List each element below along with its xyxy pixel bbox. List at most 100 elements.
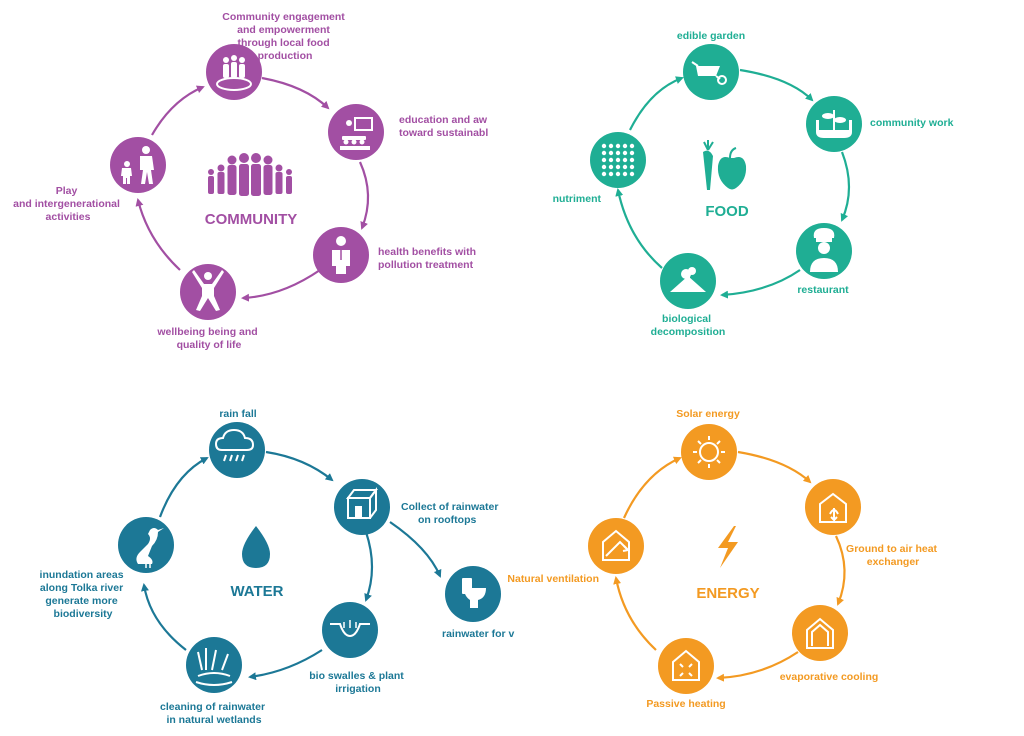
- energy-label-3-line-1: evaporative cooling: [780, 671, 879, 683]
- house-box-icon: [346, 487, 378, 519]
- community-label-5-line-2: and intergenerational: [13, 198, 120, 210]
- house-ventilation-icon: [602, 529, 631, 561]
- community-center-icon: [208, 153, 292, 196]
- energy-arrow-1: [737, 450, 812, 484]
- food-title: FOOD: [705, 203, 748, 220]
- water-label-3-line-1: rainwater for v: [442, 628, 515, 640]
- energy-label-2-line-1: Ground to air heat: [846, 543, 938, 555]
- community-arrow-4: [135, 198, 181, 271]
- svg-text:cleaning of rainwater in n: cleaning of rainwater in natural wetland…: [160, 701, 268, 726]
- water-cycle: [141, 450, 442, 681]
- svg-text:health benefits with pollu: health benefits with pollution treatment: [378, 246, 479, 271]
- svg-text:Collect of rainwater on ro: Collect of rainwater on rooftops: [401, 501, 501, 526]
- svg-text:Ground to air heat exchang: Ground to air heat exchanger: [846, 543, 940, 568]
- chef-icon: [810, 228, 838, 272]
- water-arrow-2: [364, 531, 374, 602]
- community-node-2: [328, 104, 384, 160]
- community-label-2-line-2: toward sustainabl: [399, 127, 488, 139]
- water-label-4-line-2: irrigation: [335, 683, 381, 695]
- wheelbarrow-icon: [691, 61, 727, 85]
- water-arrow-5: [158, 457, 209, 518]
- food-cycle: [615, 68, 851, 299]
- house-cooling-icon: [806, 617, 834, 649]
- community-label-5-line-1: Play: [56, 185, 78, 197]
- heron-icon: [136, 528, 164, 568]
- water-drop-icon: [242, 526, 270, 568]
- food-label-4-line-1: biological: [662, 313, 711, 325]
- doctor-icon: [332, 236, 350, 274]
- svg-text:Solar energy: Solar energy: [676, 408, 740, 420]
- community-cycle: [135, 76, 370, 302]
- lightning-icon: [718, 526, 738, 568]
- energy-node-4: [658, 638, 714, 694]
- food-label-4-line-2: decomposition: [651, 326, 726, 338]
- food-arrow-3: [720, 269, 801, 299]
- energy-label-5-line-1: Natural ventilation: [507, 573, 599, 585]
- water-arrow-3: [248, 649, 323, 681]
- svg-text:education and aw toward su: education and aw toward sustainabl: [399, 114, 490, 139]
- food-label-1-line-1: edible garden: [677, 30, 745, 42]
- wetland-reeds-icon: [195, 648, 233, 686]
- community-label-2-line-1: education and aw: [399, 114, 488, 126]
- swale-icon: [330, 620, 370, 638]
- community-arrow-1: [261, 76, 330, 110]
- energy-arrow-3: [716, 651, 799, 682]
- house-exchange-icon: [819, 492, 847, 523]
- water-arrow-1: [265, 450, 334, 482]
- food-label-5-line-1: nutriment: [553, 193, 602, 205]
- community-label-5-line-3: activities: [46, 211, 91, 223]
- teacher-board-icon: [340, 117, 373, 150]
- community-label-1-line-4: production: [258, 50, 313, 62]
- svg-text:evaporative cooling: evaporative cooling: [780, 671, 879, 683]
- rain-cloud-icon: [214, 428, 255, 462]
- food-arrow-5: [629, 76, 684, 131]
- community-title: COMMUNITY: [205, 211, 298, 228]
- water-arrow-4: [141, 583, 187, 651]
- community-arrow-5: [151, 85, 205, 136]
- energy-label-4-line-1: Passive heating: [646, 698, 725, 710]
- food-label-2-line-1: community work: [870, 117, 954, 129]
- community-label-3-line-2: pollution treatment: [378, 259, 474, 271]
- water-label-4-line-1: bio swalles & plant: [309, 670, 404, 682]
- svg-text:biological decomposition: biological decomposition: [651, 313, 726, 338]
- food-label-3-line-1: restaurant: [797, 284, 849, 296]
- hands-plant-icon: [816, 110, 852, 138]
- energy-title: ENERGY: [696, 585, 759, 602]
- svg-text:wellbeing being and qualit: wellbeing being and quality of life: [156, 326, 260, 351]
- food-arrow-4: [615, 188, 663, 269]
- svg-text:bio swalles & plant irriga: bio swalles & plant irrigation: [309, 670, 406, 695]
- svg-text:Community engagement and e: Community engagement and empowerment thr…: [222, 11, 347, 62]
- svg-text:restaurant: restaurant: [797, 284, 849, 296]
- water-title: WATER: [230, 583, 283, 600]
- water-label-5-line-2: in natural wetlands: [166, 714, 261, 726]
- energy-node-2: [805, 479, 861, 535]
- water-label-1-line-1: rain fall: [219, 408, 256, 420]
- water-arrow-branch: [389, 521, 442, 578]
- community-label-1-line-3: through local food: [237, 37, 329, 49]
- water-node-6: [118, 517, 174, 573]
- svg-text:edible garden: edible garden: [677, 30, 745, 42]
- community-arrow-2: [358, 161, 370, 230]
- svg-text:Passive heating: Passive heating: [646, 698, 725, 710]
- svg-text:inundation areas along Tol: inundation areas along Tolka river gener…: [40, 569, 127, 620]
- water-label-6-line-2: along Tolka river: [40, 582, 123, 594]
- svg-text:Natural ventilation: Natural ventilation: [507, 573, 599, 585]
- food-arrow-1: [739, 68, 814, 102]
- carrot-apple-icon: [703, 140, 747, 190]
- water-label-5-line-1: cleaning of rainwater: [160, 701, 265, 713]
- community-arrow-3: [241, 269, 321, 302]
- energy-label-2-line-2: exchanger: [867, 556, 920, 568]
- community-label-4-line-2: quality of life: [177, 339, 242, 351]
- water-label-2-line-1: Collect of rainwater: [401, 501, 498, 513]
- joyful-person-icon: [192, 270, 224, 311]
- svg-text:rainwater for v: rainwater for v: [442, 628, 515, 640]
- sun-icon: [693, 436, 725, 468]
- toilet-icon: [462, 578, 486, 608]
- energy-arrow-2: [835, 535, 846, 606]
- svg-text:Play and intergenerational: Play and intergenerational activities: [13, 185, 123, 223]
- dots-grid-icon: [601, 143, 635, 177]
- water-node-4: [322, 602, 378, 658]
- energy-cycle: [613, 450, 846, 682]
- community-node-5: [110, 137, 166, 193]
